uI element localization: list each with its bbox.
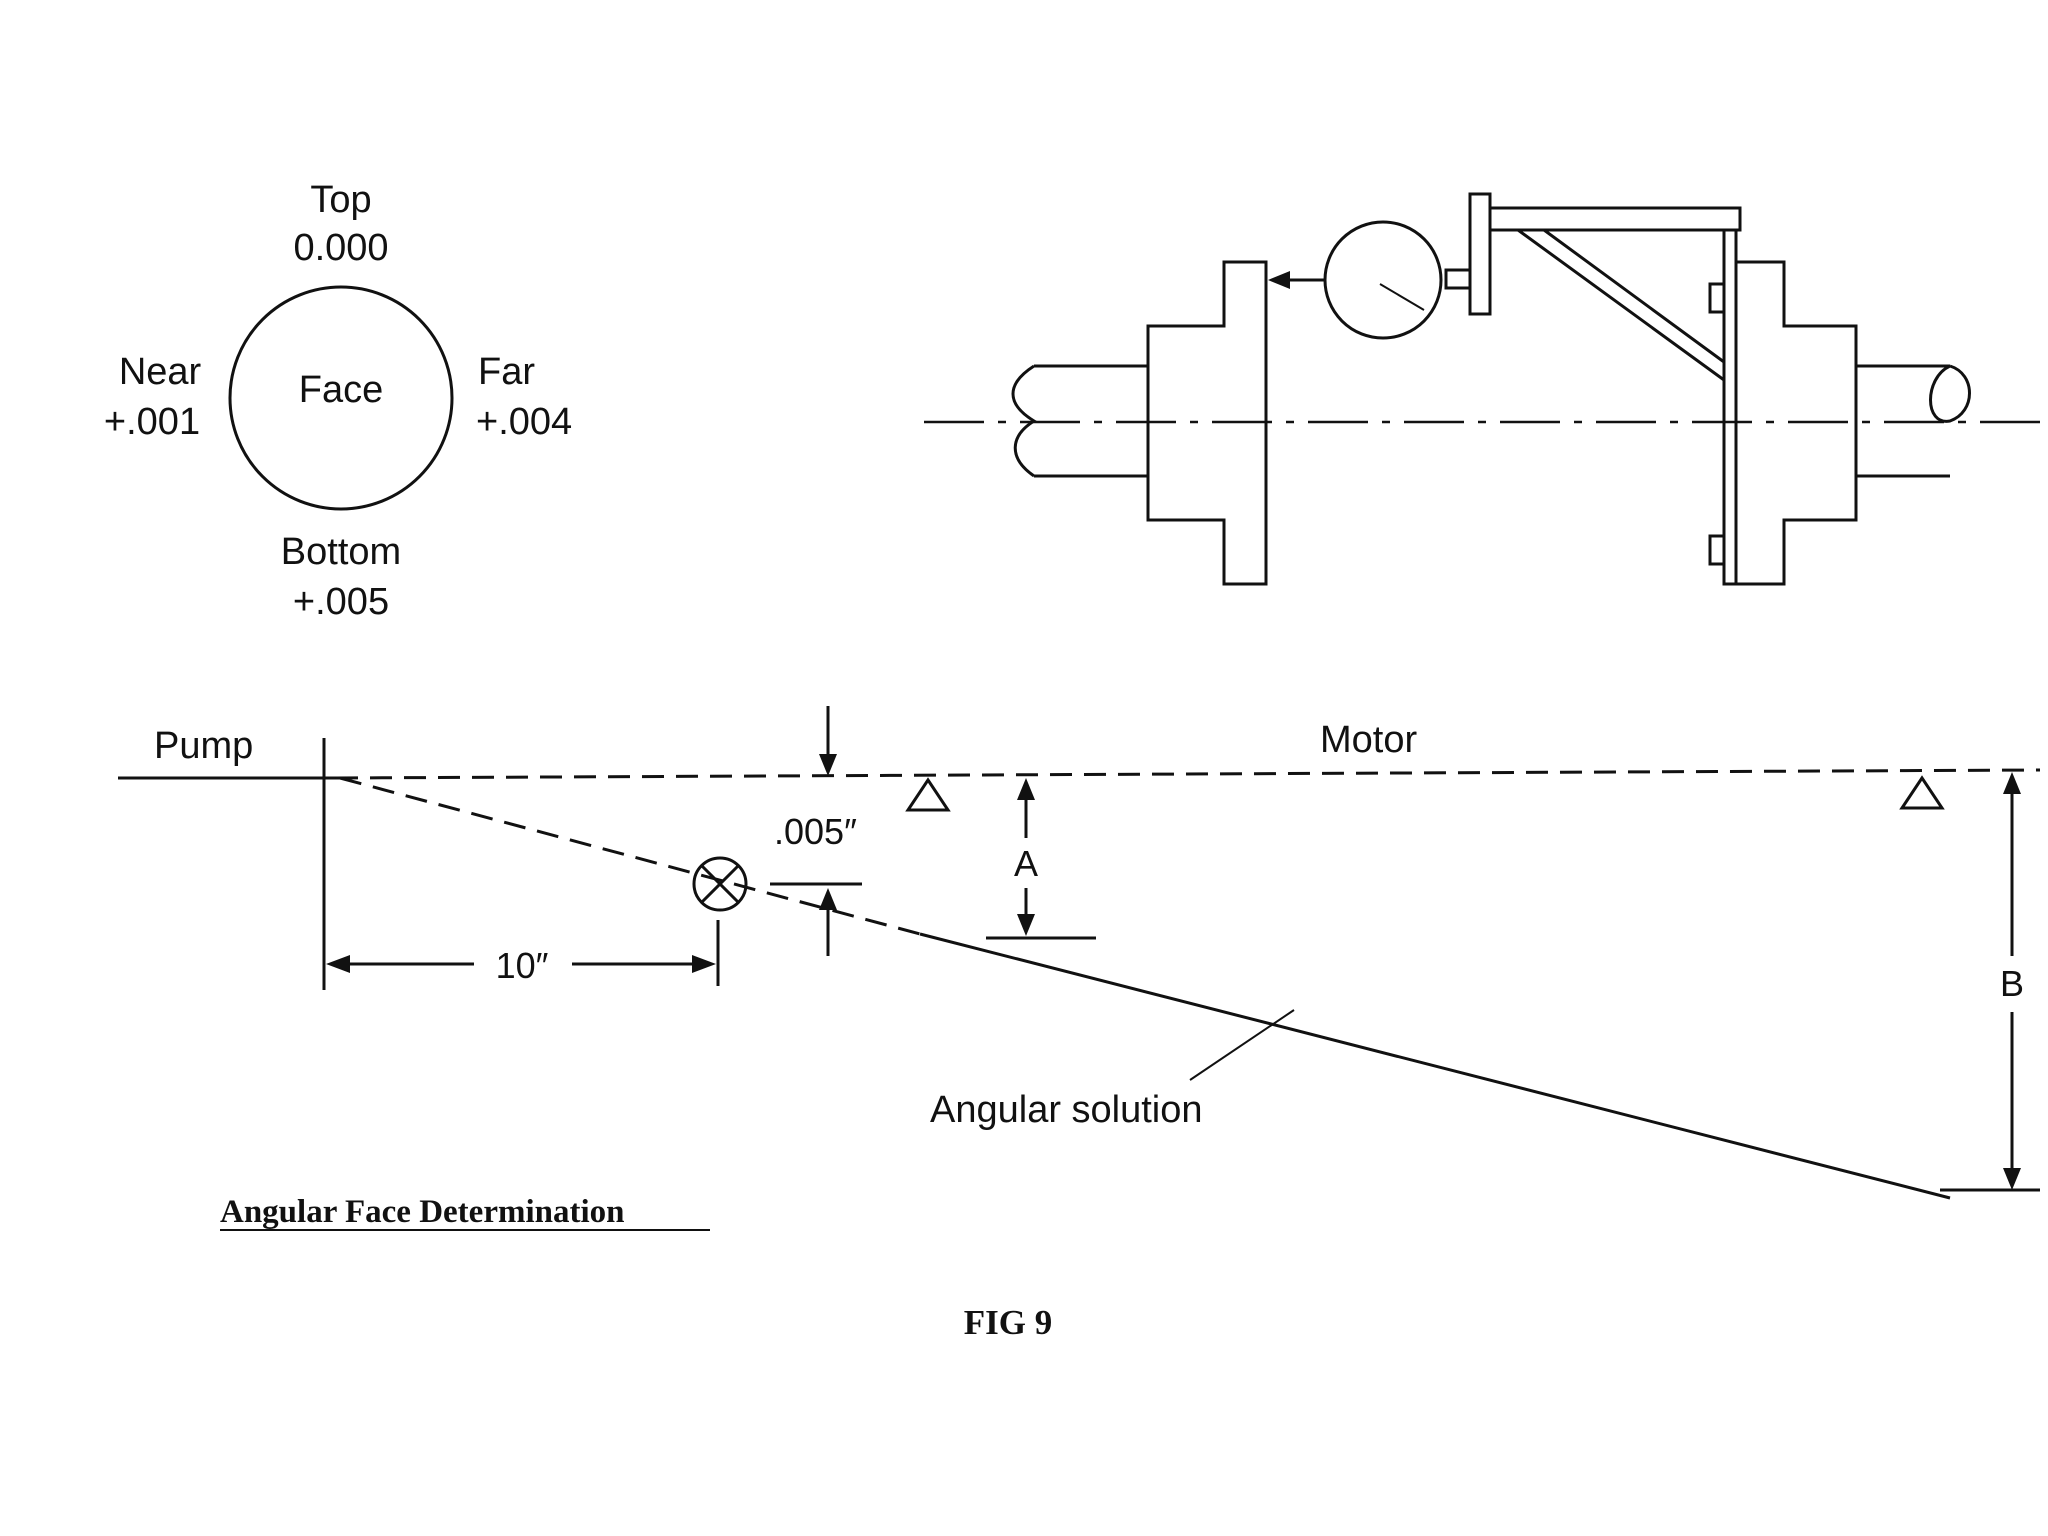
bolt-bottom (1708, 534, 1726, 566)
dim-a-label-bg (1006, 838, 1046, 888)
top-label: Top (310, 179, 371, 221)
alignment-graph: Pump Motor .005″ 10″ (118, 706, 2041, 1200)
face-center-label: Face (299, 369, 383, 411)
motor-front-support-icon (905, 777, 951, 812)
dim-b-bottom-arrowhead (2003, 1168, 2021, 1190)
offset-dim-top-arrowhead (819, 754, 837, 776)
far-value: +.004 (476, 401, 572, 443)
reference-dashed-line (335, 768, 2041, 780)
face-reading-chart: Face Top 0.000 Near +.001 Far +.004 Bott… (104, 179, 572, 623)
left-hub (1146, 260, 1268, 586)
dim-a-top-arrowhead (1017, 778, 1035, 800)
angular-dashed-line (339, 776, 921, 936)
motor-rear-support-icon (1899, 775, 1945, 810)
solution-leader-line (1189, 1009, 1295, 1081)
dim-a-label: A (1014, 843, 1038, 884)
solution-label: Angular solution (930, 1089, 1203, 1131)
bracket-plate (1722, 228, 1738, 586)
bracket-arm (1488, 206, 1742, 232)
plunger-arrow-icon (1268, 271, 1290, 289)
top-value: 0.000 (293, 227, 388, 269)
coupling-drawing (924, 192, 2044, 586)
bottom-value: +.005 (293, 581, 389, 623)
pump-label: Pump (154, 725, 253, 767)
distance-dim-left-arrowhead (326, 955, 350, 973)
right-shaft (1856, 364, 1971, 478)
distance-dim-right-arrowhead (692, 955, 716, 973)
motor-label: Motor (1320, 719, 1417, 761)
dial-needle (1379, 283, 1425, 311)
dim-b-label: B (2000, 963, 2024, 1004)
bottom-label: Bottom (281, 531, 401, 573)
caption: Angular Face Determination (220, 1194, 625, 1230)
near-value: +.001 (104, 401, 200, 443)
indicator-mount (1468, 192, 1492, 316)
figure-label: FIG 9 (964, 1303, 1052, 1342)
dim-a-bottom-arrowhead (1017, 914, 1035, 936)
angular-solution-line (919, 932, 1951, 1200)
far-label: Far (478, 351, 535, 393)
offset-dim-bottom-arrowhead (819, 888, 837, 910)
offset-label: .005″ (774, 811, 857, 852)
near-label: Near (119, 351, 202, 393)
dim-b-label-bg (1994, 956, 2030, 1012)
bolt-top (1708, 282, 1726, 314)
dim-b-top-arrowhead (2003, 772, 2021, 794)
pivot-point-icon (692, 856, 748, 912)
distance-label: 10″ (496, 945, 549, 986)
dial-indicator-icon (1323, 220, 1443, 340)
face-circle (228, 285, 454, 511)
indicator-stem (1444, 268, 1472, 290)
bracket-brace (1517, 228, 1725, 382)
